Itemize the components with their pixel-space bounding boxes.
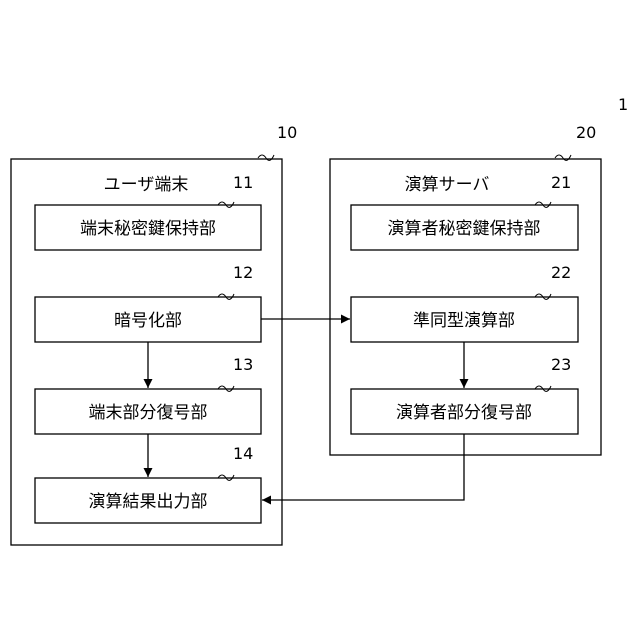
ref-21: 21 bbox=[551, 173, 571, 192]
encryption-label: 暗号化部 bbox=[114, 311, 182, 331]
user-terminal-title: ユーザ端末 bbox=[104, 175, 189, 195]
terminal-private-key-label: 端末秘密鍵保持部 bbox=[80, 219, 216, 239]
compute-server-ref: 20 bbox=[576, 123, 596, 142]
terminal-partial-decrypt-label: 端末部分復号部 bbox=[89, 403, 208, 423]
homomorphic-operation-label: 準同型演算部 bbox=[413, 311, 515, 331]
user-terminal: 10 ユーザ端末 端末秘密鍵保持部 11 暗号化部 12 端末部分復号部 13 … bbox=[11, 123, 297, 545]
compute-server-title: 演算サーバ bbox=[405, 175, 490, 195]
result-output-label: 演算結果出力部 bbox=[89, 492, 208, 512]
ref-22: 22 bbox=[551, 263, 571, 282]
ref-13: 13 bbox=[233, 355, 253, 374]
operator-partial-decrypt-label: 演算者部分復号部 bbox=[396, 403, 532, 423]
compute-server: 20 演算サーバ 演算者秘密鍵保持部 21 準同型演算部 22 演算者部分復号部… bbox=[330, 123, 601, 455]
ref-12: 12 bbox=[233, 263, 253, 282]
system-ref: 1 bbox=[618, 95, 628, 114]
ref-14: 14 bbox=[233, 444, 253, 463]
arrow-operator-decrypt-to-output bbox=[262, 434, 464, 500]
user-terminal-ref: 10 bbox=[277, 123, 297, 142]
operator-private-key-label: 演算者秘密鍵保持部 bbox=[388, 219, 541, 239]
ref-11: 11 bbox=[233, 173, 253, 192]
ref-23: 23 bbox=[551, 355, 571, 374]
